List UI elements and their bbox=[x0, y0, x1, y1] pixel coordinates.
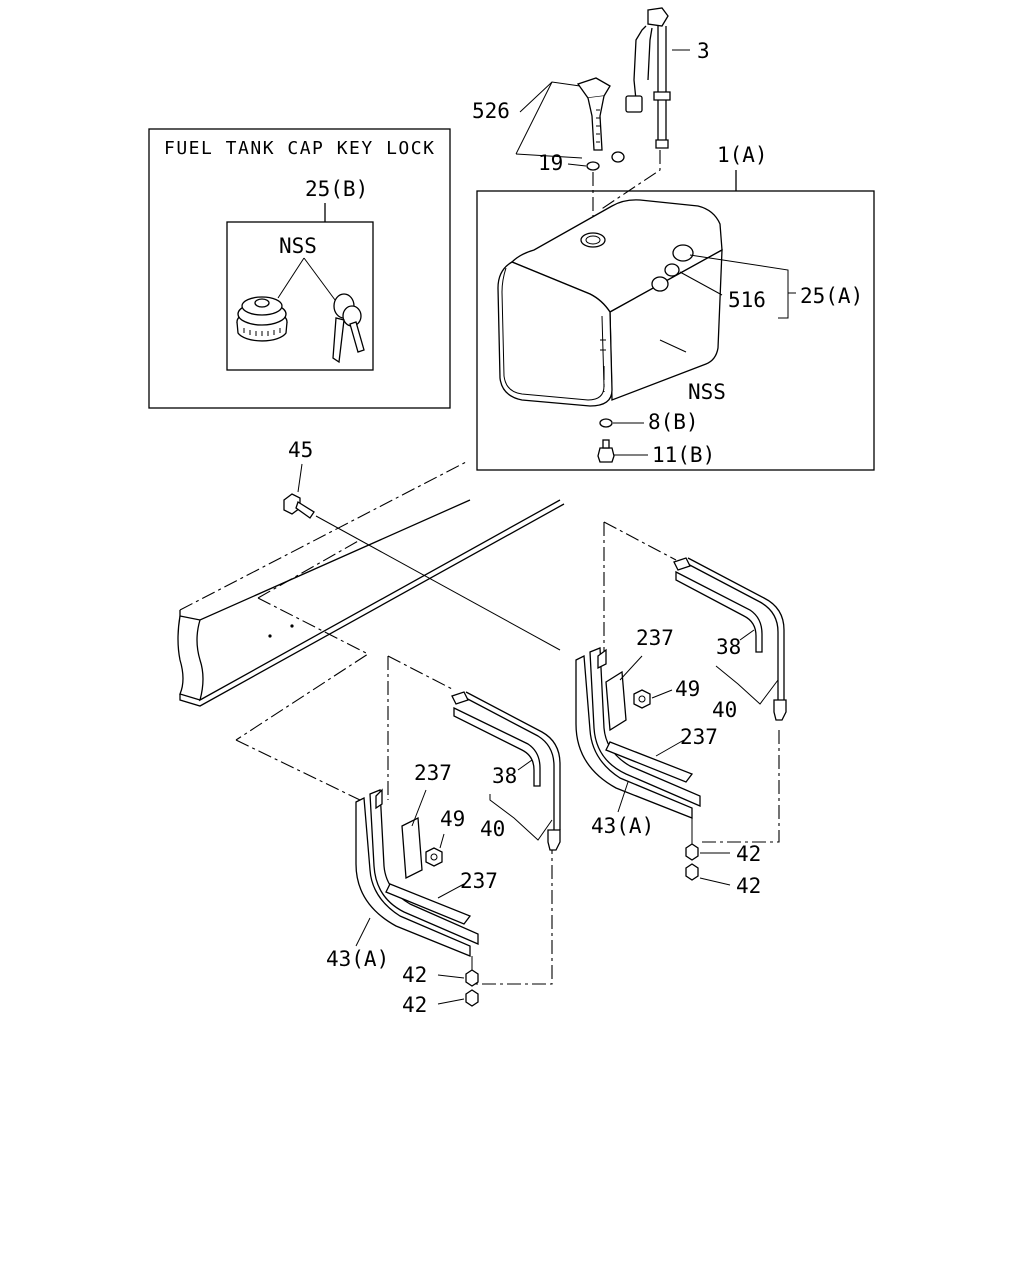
label-42-left-1[interactable]: 42 bbox=[402, 963, 427, 987]
label-25b[interactable]: 25(B) bbox=[305, 177, 368, 201]
nut-49-right[interactable] bbox=[633, 689, 651, 709]
nut-49-left[interactable] bbox=[425, 847, 443, 867]
label-40-right[interactable]: 40 bbox=[712, 698, 737, 722]
label-42-right-1[interactable]: 42 bbox=[736, 842, 761, 866]
label-237-right-upper[interactable]: 237 bbox=[636, 626, 674, 650]
label-237-left-lower[interactable]: 237 bbox=[460, 869, 498, 893]
label-25a[interactable]: 25(A) bbox=[800, 284, 863, 308]
label-526[interactable]: 526 bbox=[472, 99, 510, 123]
label-nss-tank: NSS bbox=[688, 380, 726, 404]
fuel-tank-group-box bbox=[476, 190, 875, 471]
label-nss-inset: NSS bbox=[279, 234, 317, 258]
label-19[interactable]: 19 bbox=[538, 151, 563, 175]
label-43a-left[interactable]: 43(A) bbox=[326, 947, 389, 971]
label-237-left-upper[interactable]: 237 bbox=[414, 761, 452, 785]
label-1a[interactable]: 1(A) bbox=[717, 143, 768, 167]
gasket-19[interactable] bbox=[586, 161, 600, 171]
spacer-237-left-upper[interactable] bbox=[401, 816, 423, 880]
stud-40-left[interactable] bbox=[547, 829, 561, 851]
cap-key-lock-inset: FUEL TANK CAP KEY LOCK 25(B) NSS bbox=[148, 128, 451, 409]
fuel-cap-icon[interactable] bbox=[236, 296, 288, 342]
keys-icon[interactable] bbox=[332, 293, 365, 364]
chassis-frame-rail bbox=[177, 461, 565, 741]
label-11b[interactable]: 11(B) bbox=[652, 443, 715, 467]
label-42-left-2[interactable]: 42 bbox=[402, 993, 427, 1017]
stud-40-right[interactable] bbox=[773, 699, 787, 721]
spacer-237-right-lower[interactable] bbox=[605, 741, 694, 783]
spacer-237-right-upper[interactable] bbox=[605, 670, 627, 732]
spacer-237-left-lower[interactable] bbox=[385, 883, 472, 925]
nut-42-left-2[interactable] bbox=[465, 989, 479, 1007]
label-42-right-2[interactable]: 42 bbox=[736, 874, 761, 898]
strap-38-left[interactable] bbox=[451, 691, 561, 830]
label-38-right[interactable]: 38 bbox=[716, 635, 741, 659]
nut-42-left-1[interactable] bbox=[465, 969, 479, 987]
washer-8b[interactable] bbox=[599, 418, 613, 428]
fuel-sender-unit[interactable] bbox=[625, 7, 671, 149]
label-516[interactable]: 516 bbox=[728, 288, 766, 312]
label-49-right[interactable]: 49 bbox=[675, 677, 700, 701]
label-8b[interactable]: 8(B) bbox=[648, 410, 699, 434]
drain-plug-11b[interactable] bbox=[597, 439, 615, 463]
label-43a-right[interactable]: 43(A) bbox=[591, 814, 654, 838]
inset-title: FUEL TANK CAP KEY LOCK bbox=[164, 138, 435, 159]
label-237-right-lower[interactable]: 237 bbox=[680, 725, 718, 749]
label-45[interactable]: 45 bbox=[288, 438, 313, 462]
bolt-45[interactable] bbox=[283, 493, 315, 519]
bracket-43a-left[interactable] bbox=[355, 788, 479, 957]
nut-42-right-2[interactable] bbox=[685, 863, 699, 881]
label-38-left[interactable]: 38 bbox=[492, 764, 517, 788]
label-49-left[interactable]: 49 bbox=[440, 807, 465, 831]
nut-42-right-1[interactable] bbox=[685, 843, 699, 861]
filler-neck-assembly[interactable] bbox=[576, 77, 625, 163]
label-3[interactable]: 3 bbox=[697, 39, 710, 63]
fuel-tank[interactable] bbox=[497, 199, 723, 407]
label-40-left[interactable]: 40 bbox=[480, 817, 505, 841]
strap-38-right[interactable] bbox=[673, 557, 785, 700]
